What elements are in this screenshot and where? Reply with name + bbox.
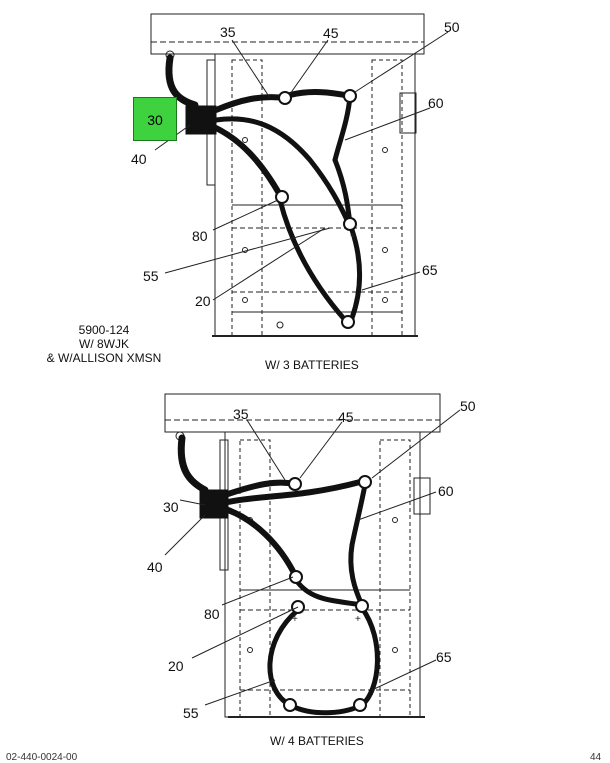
callout-30-label: 30 xyxy=(147,112,163,128)
bottom-callout-35: 35 xyxy=(233,406,249,422)
bottom-callout-55: 55 xyxy=(183,705,199,721)
top-callout-65: 65 xyxy=(422,262,438,278)
top-diagram-caption: W/ 3 BATTERIES xyxy=(265,358,359,372)
top-battery-box-frame xyxy=(150,13,425,337)
bottom-callout-50: 50 xyxy=(460,398,476,414)
highlighted-callout-30[interactable]: 30 xyxy=(133,97,177,141)
bottom-diagram-caption: W/ 4 BATTERIES xyxy=(270,734,364,748)
top-callout-20: 20 xyxy=(195,293,211,309)
bottom-callout-40: 40 xyxy=(147,559,163,575)
note-line-1: 5900-124 xyxy=(78,323,130,337)
document-number: 02-440-0024-00 xyxy=(6,752,78,763)
bottom-callout-45: 45 xyxy=(338,409,354,425)
top-callout-55: 55 xyxy=(143,268,159,284)
top-callout-60: 60 xyxy=(428,95,444,111)
applicability-note: 5900-124 W/ 8WJK & W/ALLISON XMSN xyxy=(40,323,168,365)
top-callout-80: 80 xyxy=(192,228,208,244)
bottom-positive-terminal-mark-left: + xyxy=(292,614,298,625)
bottom-callout-20: 20 xyxy=(168,658,184,674)
note-line-2: W/ 8WJK xyxy=(79,337,129,351)
top-callout-45: 45 xyxy=(323,25,339,41)
bottom-callout-30: 30 xyxy=(163,499,179,515)
top-leader-lines xyxy=(154,31,449,301)
bottom-callout-65: 65 xyxy=(436,649,452,665)
top-callout-40: 40 xyxy=(131,151,147,167)
note-line-3: & W/ALLISON XMSN xyxy=(46,351,162,365)
top-positive-terminal-mark: + xyxy=(350,231,356,242)
bottom-callout-60: 60 xyxy=(438,483,454,499)
top-cables xyxy=(165,54,362,329)
bottom-cables xyxy=(177,434,380,716)
top-callout-35: 35 xyxy=(220,24,236,40)
page-number-fragment: 44 xyxy=(590,752,602,763)
bottom-positive-terminal-mark-right: + xyxy=(355,614,361,625)
bottom-battery-box-frame xyxy=(164,393,441,718)
bottom-callout-80: 80 xyxy=(204,606,220,622)
bottom-leader-lines xyxy=(164,409,461,706)
top-callout-50: 50 xyxy=(444,19,460,35)
